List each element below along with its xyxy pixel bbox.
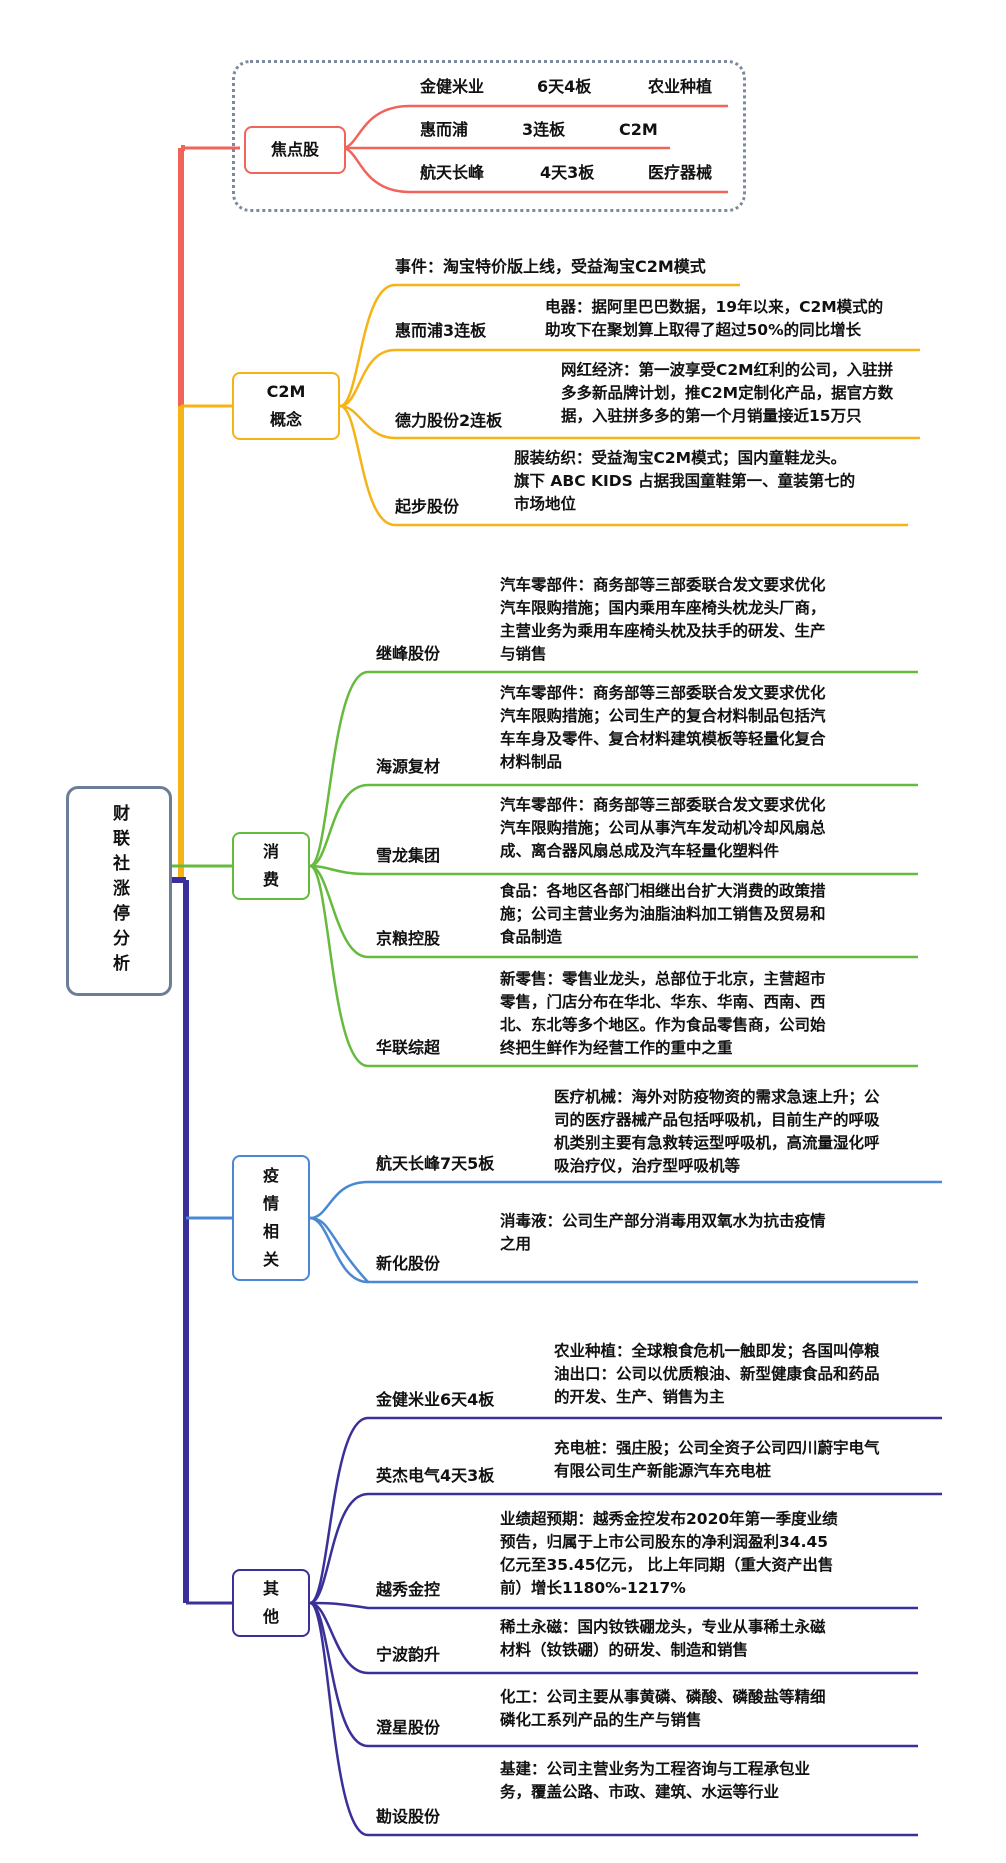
stock-description: 汽车零部件：商务部等三部委联合发文要求优化汽车限购措施；国内乘用车座椅头枕龙头厂… <box>500 576 826 663</box>
board-count: 4天3板 <box>540 163 595 182</box>
branch-label: C2M概念 <box>266 382 306 429</box>
branch-label: 其他 <box>262 1579 279 1626</box>
c2m-event: 事件：淘宝特价版上线，受益淘宝C2M模式 <box>395 257 706 276</box>
branch-consume[interactable]: 消费 <box>232 832 310 900</box>
stock-description: 消毒液：公司生产部分消毒用双氧水为抗击疫情之用 <box>500 1212 826 1253</box>
stock-name[interactable]: 京粮控股 <box>376 929 441 948</box>
branch-focus-stocks[interactable]: 焦点股 <box>244 126 346 174</box>
stock-name[interactable]: 金健米业6天4板 <box>376 1390 495 1409</box>
board-count: 3连板 <box>522 120 566 139</box>
stock-description: 基建：公司主营业务为工程咨询与工程承包业务，覆盖公路、市政、建筑、水运等行业 <box>500 1760 811 1801</box>
stock-name[interactable]: 航天长峰7天5板 <box>376 1154 495 1173</box>
sector: C2M <box>619 120 658 139</box>
stock-description: 新零售：零售业龙头，总部位于北京，主营超市零售，门店分布在华北、华东、华南、西南… <box>500 970 826 1057</box>
stock-name[interactable]: 继峰股份 <box>376 644 441 663</box>
stock-description: 充电桩：强庄股；公司全资子公司四川蔚宇电气有限公司生产新能源汽车充电桩 <box>554 1439 880 1480</box>
stock-name[interactable]: 惠而浦3连板 <box>395 321 487 340</box>
stock-description: 稀土永磁：国内钕铁硼龙头，专业从事稀土永磁材料（钕铁硼）的研发、制造和销售 <box>500 1618 826 1659</box>
root-node[interactable]: 财联社涨停分析 <box>66 786 172 996</box>
stock-description: 汽车零部件：商务部等三部委联合发文要求优化汽车限购措施；公司生产的复合材料制品包… <box>500 684 826 771</box>
stock-description: 化工：公司主要从事黄磷、磷酸、磷酸盐等精细磷化工系列产品的生产与销售 <box>500 1688 826 1729</box>
root-title: 财联社涨停分析 <box>109 803 129 979</box>
stock-name[interactable]: 英杰电气4天3板 <box>376 1466 495 1485</box>
stock-name[interactable]: 新化股份 <box>376 1254 441 1273</box>
stock-description: 食品：各地区各部门相继出台扩大消费的政策措施；公司主营业务为油脂油料加工销售及贸… <box>500 882 826 946</box>
stock-description: 电器：据阿里巴巴数据，19年以来，C2M模式的助攻下在聚划算上取得了超过50%的… <box>545 298 884 339</box>
branch-c2m[interactable]: C2M概念 <box>232 372 340 440</box>
stock-description: 医疗机械：海外对防疫物资的需求急速上升；公司的医疗器械产品包括呼吸机，目前生产的… <box>554 1088 880 1175</box>
stock-description: 网红经济：第一波享受C2M红利的公司，入驻拼多多新品牌计划，推C2M定制化产品，… <box>561 361 894 425</box>
board-count: 6天4板 <box>537 77 592 96</box>
branch-other[interactable]: 其他 <box>232 1569 310 1637</box>
stock-description: 服装纺织：受益淘宝C2M模式；国内童鞋龙头。旗下 ABC KIDS 占据我国童鞋… <box>514 449 856 513</box>
stock-name: 金健米业 <box>420 77 485 96</box>
stock-name[interactable]: 勘设股份 <box>376 1807 441 1826</box>
sector: 医疗器械 <box>648 163 713 182</box>
branch-label: 疫情相关 <box>262 1166 279 1269</box>
stock-name[interactable]: 海源复材 <box>376 757 441 776</box>
stock-name[interactable]: 华联综超 <box>376 1038 441 1057</box>
stock-name[interactable]: 雪龙集团 <box>376 846 441 865</box>
stock-description: 业绩超预期：越秀金控发布2020年第一季度业绩预告，归属于上市公司股东的净利润盈… <box>500 1510 838 1597</box>
stock-name: 惠而浦 <box>420 120 469 139</box>
sector: 农业种植 <box>648 77 713 96</box>
stock-description: 汽车零部件：商务部等三部委联合发文要求优化汽车限购措施；公司从事汽车发动机冷却风… <box>500 796 826 860</box>
branch-epidemic[interactable]: 疫情相关 <box>232 1155 310 1281</box>
stock-name[interactable]: 越秀金控 <box>376 1580 441 1599</box>
branch-label: 焦点股 <box>270 140 319 159</box>
stock-name[interactable]: 宁波韵升 <box>376 1645 441 1664</box>
stock-name: 航天长峰 <box>420 163 485 182</box>
stock-name[interactable]: 澄星股份 <box>376 1718 441 1737</box>
stock-description: 农业种植：全球粮食危机一触即发；各国叫停粮油出口：公司以优质粮油、新型健康食品和… <box>554 1342 880 1406</box>
stock-name[interactable]: 德力股份2连板 <box>395 411 503 430</box>
stock-name[interactable]: 起步股份 <box>395 497 460 516</box>
branch-label: 消费 <box>262 842 279 889</box>
focus-stocks-frame <box>232 60 746 212</box>
